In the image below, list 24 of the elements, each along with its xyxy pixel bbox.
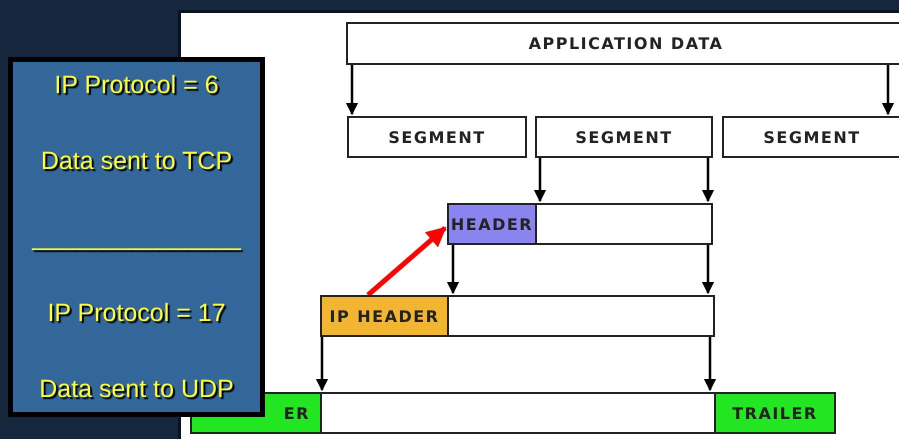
arrow (702, 245, 714, 294)
panel-text: _______________ (30, 222, 242, 252)
arrow (702, 158, 714, 202)
payload-box (320, 392, 716, 434)
arrow (446, 245, 460, 294)
panel-text: IP Protocol = 6 (53, 70, 220, 100)
payload-box (535, 203, 713, 245)
arrow (346, 65, 358, 116)
segment-box: SEGMENT (347, 116, 527, 158)
arrow (366, 226, 447, 297)
header-box: HEADER (447, 203, 537, 245)
panel-text: IP Protocol = 17 (46, 298, 227, 328)
payload-box (447, 295, 715, 337)
arrow (316, 337, 328, 392)
arrow (882, 65, 894, 116)
arrow (704, 337, 716, 392)
data-box: APPLICATION DATA (346, 22, 899, 65)
segment-box: SEGMENT (722, 116, 899, 158)
arrow (534, 158, 546, 202)
trailer-box: TRAILER (714, 392, 836, 434)
segment-box: SEGMENT (535, 116, 713, 158)
info-panel (8, 57, 265, 417)
header-box: IP HEADER (320, 295, 449, 337)
panel-text: Data sent to TCP (40, 146, 234, 176)
